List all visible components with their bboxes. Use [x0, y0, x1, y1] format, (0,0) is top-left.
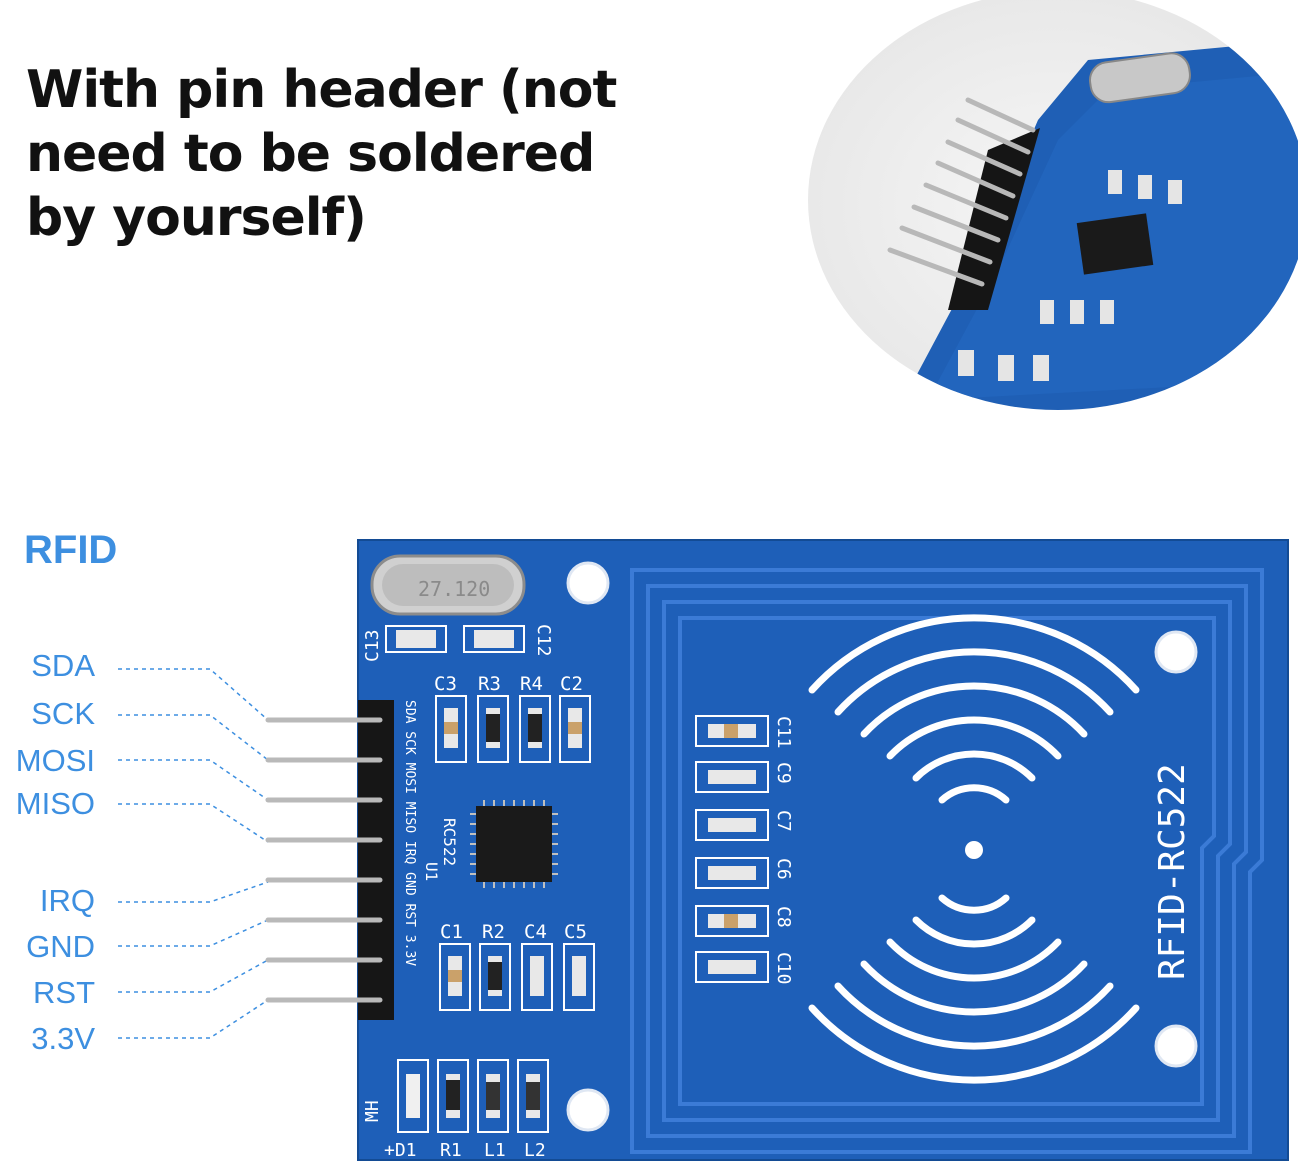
label-l2: L2 [524, 1140, 546, 1161]
mounting-hole [1154, 1024, 1198, 1068]
rfid-section-title: RFID [24, 528, 118, 572]
crystal-oscillator: 27.120 [370, 554, 526, 616]
label-c2: C2 [560, 673, 583, 695]
pin-label-miso: MISO [15, 786, 95, 821]
rc522-chip [470, 800, 558, 888]
pin-label-mosi: MOSI [15, 743, 95, 778]
label-r1: R1 [440, 1140, 462, 1161]
label-c13: C13 [362, 629, 383, 662]
label-c11: C11 [773, 716, 794, 749]
label-chip: RC522 [440, 818, 459, 866]
label-c12: C12 [533, 624, 554, 657]
headline-line-3: by yourself) [26, 188, 367, 248]
label-c9: C9 [773, 762, 794, 784]
label-c4: C4 [524, 921, 547, 943]
pin-label-sda: SDA [31, 648, 95, 683]
label-c5: C5 [564, 921, 587, 943]
label-d1: +D1 [384, 1140, 417, 1161]
headline-line-2: need to be soldered [26, 124, 595, 184]
headline: With pin header (not need to be soldered… [26, 58, 626, 250]
label-l1: L1 [484, 1140, 506, 1161]
pin-label-3v3: 3.3V [31, 1021, 95, 1056]
pin-header-closeup-image [808, 0, 1298, 410]
pin-connector-lines [118, 668, 269, 1039]
mounting-hole [1154, 630, 1198, 674]
label-c7: C7 [773, 810, 794, 832]
pin-label-sck: SCK [31, 696, 95, 731]
pin-label-irq: IRQ [39, 883, 95, 918]
mounting-hole [566, 561, 610, 605]
label-c1: C1 [440, 921, 463, 943]
label-c8: C8 [773, 906, 794, 928]
svg-text:27.120: 27.120 [418, 577, 490, 601]
pin-header [265, 700, 394, 1020]
label-mh: MH [362, 1100, 383, 1122]
label-u1: U1 [422, 862, 441, 881]
mounting-hole [566, 1088, 610, 1132]
label-r2: R2 [482, 921, 505, 943]
pin-label-rst: RST [33, 975, 95, 1010]
label-r4: R4 [520, 673, 543, 695]
label-c10: C10 [773, 952, 794, 985]
label-c3: C3 [434, 673, 457, 695]
antenna-coil [630, 568, 1264, 1154]
label-r3: R3 [478, 673, 501, 695]
header-pin-silkscreen: SDA SCK MOSI MISO IRQ GND RST 3.3V [402, 700, 417, 966]
board-model-label: RFID-RC522 [1152, 763, 1193, 980]
headline-line-1: With pin header (not [26, 60, 617, 120]
label-c6: C6 [773, 858, 794, 880]
pin-label-gnd: GND [26, 929, 95, 964]
rfid-wave-icon [808, 614, 1140, 1084]
